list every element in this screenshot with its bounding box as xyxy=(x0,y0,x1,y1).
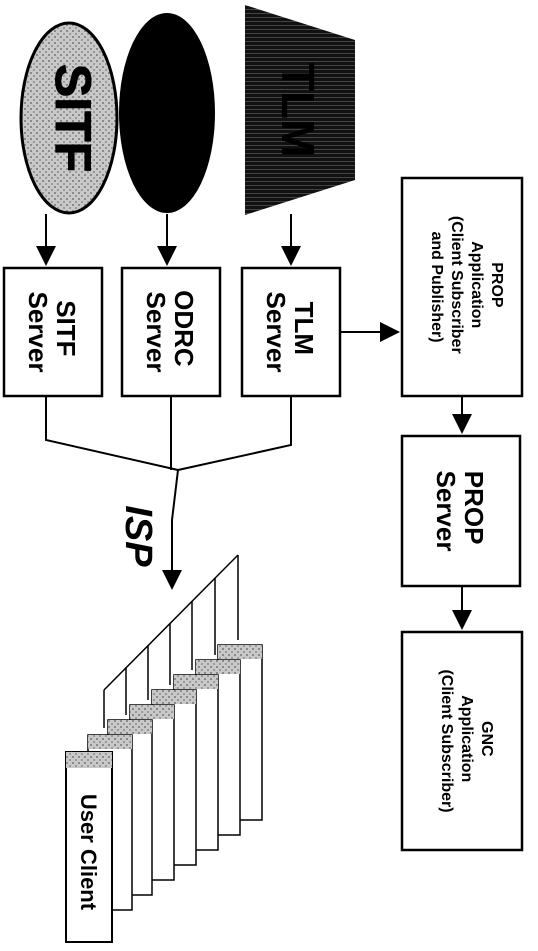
prop-app-line2: Application xyxy=(468,241,485,328)
odrc-source-label: ODRC xyxy=(142,45,194,180)
isp-connector xyxy=(45,396,292,590)
tlm-source-trapezoid: TLM xyxy=(245,5,355,215)
gnc-app-line1: GNC xyxy=(478,721,495,757)
prop-server-line2: Server xyxy=(431,471,461,552)
isp-label: ISP xyxy=(117,505,159,567)
tlm-server-line1: TLM xyxy=(289,302,319,355)
prop-server-box: PROP Server xyxy=(400,434,522,588)
svg-text:GNC Application (C: GNC Application (Client Subscriber) xyxy=(438,669,495,812)
prop-app-line1: PROP xyxy=(488,262,505,308)
sitf-server-box: SITF Server xyxy=(2,266,104,398)
odrc-server-line1: ODRC xyxy=(169,290,199,367)
tlm-source-label: TLM xyxy=(272,63,324,158)
tlm-server-box: TLM Server xyxy=(240,266,342,398)
user-client-label: User Client xyxy=(76,794,101,911)
prop-server-line1: PROP xyxy=(459,471,489,544)
user-client-stack: User Client xyxy=(65,554,263,943)
sitf-source-ellipse: SITF xyxy=(19,21,119,215)
odrc-server-box: ODRC Server xyxy=(120,266,222,398)
odrc-source-ellipse: ODRC xyxy=(119,13,215,213)
sitf-server-line2: Server xyxy=(23,292,53,373)
svg-text:ODRC Server: ODRC Server xyxy=(141,290,199,374)
gnc-app-line2: Application xyxy=(458,695,475,782)
gnc-app-line3: (Client Subscriber) xyxy=(438,669,455,812)
svg-text:PROP Application (: PROP Application (Client Subscriber and … xyxy=(428,216,505,358)
prop-app-line3: (Client Subscriber xyxy=(448,216,465,354)
prop-application-box: PROP Application (Client Subscriber and … xyxy=(400,176,524,398)
svg-text:PROP Server: PROP Server xyxy=(431,471,489,552)
gnc-application-box: GNC Application (Client Subscriber) xyxy=(400,630,524,852)
sitf-source-label: SITF xyxy=(45,64,101,172)
tlm-server-line2: Server xyxy=(261,292,291,373)
prop-app-line4: and Publisher) xyxy=(428,231,445,342)
odrc-server-line2: Server xyxy=(141,292,171,373)
sitf-server-line1: SITF xyxy=(51,300,81,356)
svg-text:TLM Server: TLM Server xyxy=(261,292,319,373)
svg-text:SITF Server: SITF Server xyxy=(23,292,81,373)
